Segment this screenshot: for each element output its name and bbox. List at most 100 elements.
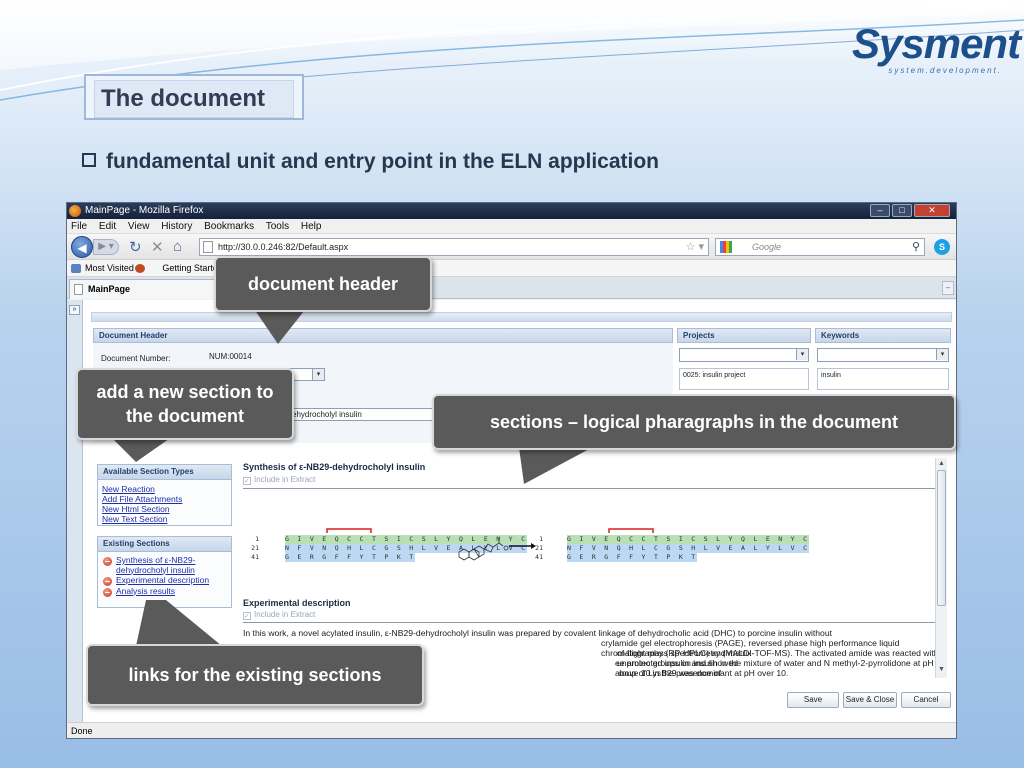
- projects-list[interactable]: 0025: insulin project: [679, 368, 809, 390]
- delete-icon[interactable]: [103, 577, 112, 586]
- experimental-line: of-flight mass spectrometry (MALDI-TOF-M…: [617, 648, 939, 669]
- document-header-label: Document Header: [99, 331, 168, 340]
- app-banner: [91, 312, 952, 322]
- keywords-item[interactable]: insulin: [821, 372, 841, 379]
- firefox-icon: [69, 205, 81, 217]
- existing-sections-header: Existing Sections: [98, 537, 231, 552]
- status-text: Done: [71, 726, 93, 736]
- search-box[interactable]: Google ⚲: [715, 238, 925, 256]
- projects-item[interactable]: 0025: insulin project: [683, 372, 746, 379]
- experimental-line: ee amino groups on insulin in the mixtur…: [615, 658, 934, 678]
- tab-page-icon: [74, 284, 83, 295]
- minimize-button[interactable]: –: [870, 204, 890, 217]
- existing-sections-panel: Existing Sections Synthesis of ε-NB29-de…: [97, 536, 232, 608]
- experimental-line: roup of LysB29 was dominant at pH over 1…: [619, 668, 789, 678]
- sequence-row-number: 1: [539, 535, 543, 543]
- reload-icon[interactable]: ↻: [129, 239, 142, 256]
- new-reaction-link[interactable]: New Reaction: [102, 484, 155, 494]
- menu-view[interactable]: View: [127, 221, 150, 232]
- bookmark-most-visited[interactable]: Most Visited: [85, 263, 134, 273]
- include-in-extract-checkbox[interactable]: ✓Include in Extract: [243, 475, 316, 485]
- tab-list-button[interactable]: –: [942, 281, 954, 295]
- expand-panel-icon[interactable]: »: [69, 305, 80, 315]
- skype-icon[interactable]: S: [934, 239, 950, 255]
- chevron-down-icon: ▾: [936, 349, 948, 360]
- delete-icon[interactable]: [103, 557, 112, 566]
- sequence-row: G I V E Q C C T S I C S L Y Q L E N Y C: [567, 535, 810, 544]
- menu-file[interactable]: File: [71, 221, 88, 232]
- sysment-logo: Sysment system.development.: [852, 22, 1021, 78]
- new-html-section-link[interactable]: New Html Section: [102, 504, 170, 514]
- check-icon: ✓: [243, 612, 251, 620]
- forward-button[interactable]: ▶ ▾: [93, 239, 119, 255]
- sequence-row-number: 21: [251, 544, 259, 552]
- existing-section-link[interactable]: Synthesis of ε-NB29-dehydrocholyl insuli…: [102, 555, 227, 575]
- section-title: Experimental description: [243, 598, 351, 608]
- bookmark-star-icon[interactable]: ☆ ▾: [685, 241, 704, 253]
- scroll-up-icon[interactable]: ▲: [938, 460, 945, 467]
- tab-label: MainPage: [88, 284, 131, 294]
- check-icon: ✓: [243, 477, 251, 485]
- sections-scrollbar[interactable]: ▲ ▼: [935, 458, 947, 678]
- sequence-row: G E R G F F Y T P K T: [567, 553, 698, 562]
- back-button[interactable]: ◀: [71, 236, 93, 258]
- left-collapse-strip: »: [67, 300, 83, 724]
- bookmarks-toolbar: Most Visited Getting Started: [67, 260, 956, 277]
- menu-history[interactable]: History: [161, 221, 193, 232]
- new-text-section-link[interactable]: New Text Section: [102, 514, 168, 524]
- maximize-button[interactable]: □: [892, 204, 912, 217]
- window-titlebar: MainPage - Mozilla Firefox – □ ✕: [67, 203, 956, 219]
- available-section-types-label: Available Section Types: [103, 467, 194, 476]
- available-section-types-header: Available Section Types: [98, 465, 231, 480]
- scroll-thumb[interactable]: [937, 470, 946, 606]
- include-in-extract-checkbox[interactable]: ✓Include in Extract: [243, 610, 316, 620]
- sequence-row-number: 1: [255, 535, 259, 543]
- page-content: » Document Header Document Number: NUM:0…: [67, 300, 956, 724]
- menu-help[interactable]: Help: [300, 221, 322, 232]
- navigation-toolbar: ◀ ▶ ▾ ↻ ✕ ⌂ http://30.0.0.246:82/Default…: [67, 234, 956, 260]
- existing-section-link[interactable]: Analysis results: [102, 586, 227, 597]
- menu-bar: File Edit View History Bookmarks Tools H…: [67, 219, 956, 234]
- menu-edit[interactable]: Edit: [98, 221, 117, 232]
- menu-tools[interactable]: Tools: [265, 221, 290, 232]
- callout-section-links: links for the existing sections: [86, 644, 424, 706]
- section-divider: [243, 622, 935, 623]
- delete-icon[interactable]: [103, 587, 112, 597]
- reaction-arrow-icon: [509, 543, 536, 549]
- most-visited-icon: [71, 264, 81, 273]
- save-button[interactable]: Save: [787, 692, 839, 708]
- projects-select[interactable]: ▾: [679, 348, 809, 362]
- bookmark-getting-started[interactable]: Getting Started: [162, 263, 223, 273]
- keywords-list[interactable]: insulin: [817, 368, 949, 390]
- url-text: http://30.0.0.246:82/Default.aspx: [218, 242, 349, 252]
- scroll-down-icon[interactable]: ▼: [938, 666, 945, 673]
- document-number-label: Document Number:: [101, 354, 171, 363]
- sequence-row-number: 21: [535, 544, 543, 552]
- search-icon[interactable]: ⚲: [911, 241, 920, 253]
- menu-bookmarks[interactable]: Bookmarks: [204, 221, 255, 232]
- callout-tail: [108, 434, 176, 462]
- keywords-select[interactable]: ▾: [817, 348, 949, 362]
- chevron-down-icon: ▾: [796, 349, 808, 360]
- stop-icon[interactable]: ✕: [151, 239, 164, 256]
- available-section-types-panel: Available Section Types New Reaction Add…: [97, 464, 232, 526]
- existing-section-link[interactable]: Experimental description: [102, 575, 227, 586]
- callout-tail: [518, 440, 606, 484]
- search-placeholder: Google: [752, 242, 782, 252]
- address-bar[interactable]: http://30.0.0.246:82/Default.aspx ☆ ▾: [199, 238, 709, 256]
- document-number-value: NUM:00014: [209, 352, 252, 361]
- section-title: Synthesis of ε-NB29-dehydrocholyl insuli…: [243, 462, 426, 472]
- home-icon[interactable]: ⌂: [173, 238, 183, 255]
- save-close-button[interactable]: Save & Close: [843, 692, 897, 708]
- sequence-row: G I V E Q C C T S I C S L Y Q L E N Y C: [285, 535, 528, 544]
- disulfide-bridge-icon: [608, 528, 654, 533]
- close-button[interactable]: ✕: [914, 204, 950, 217]
- status-bar: Done: [67, 722, 956, 738]
- callout-document-header: document header: [214, 256, 432, 312]
- sequence-row: G E R G F F Y T P K T: [285, 553, 416, 562]
- cancel-button[interactable]: Cancel: [901, 692, 951, 708]
- callout-tail: [136, 600, 222, 646]
- add-file-attachments-link[interactable]: Add File Attachments: [102, 494, 183, 504]
- callout-add-section: add a new section to the document: [76, 368, 294, 440]
- tab-mainpage[interactable]: MainPage: [69, 279, 219, 299]
